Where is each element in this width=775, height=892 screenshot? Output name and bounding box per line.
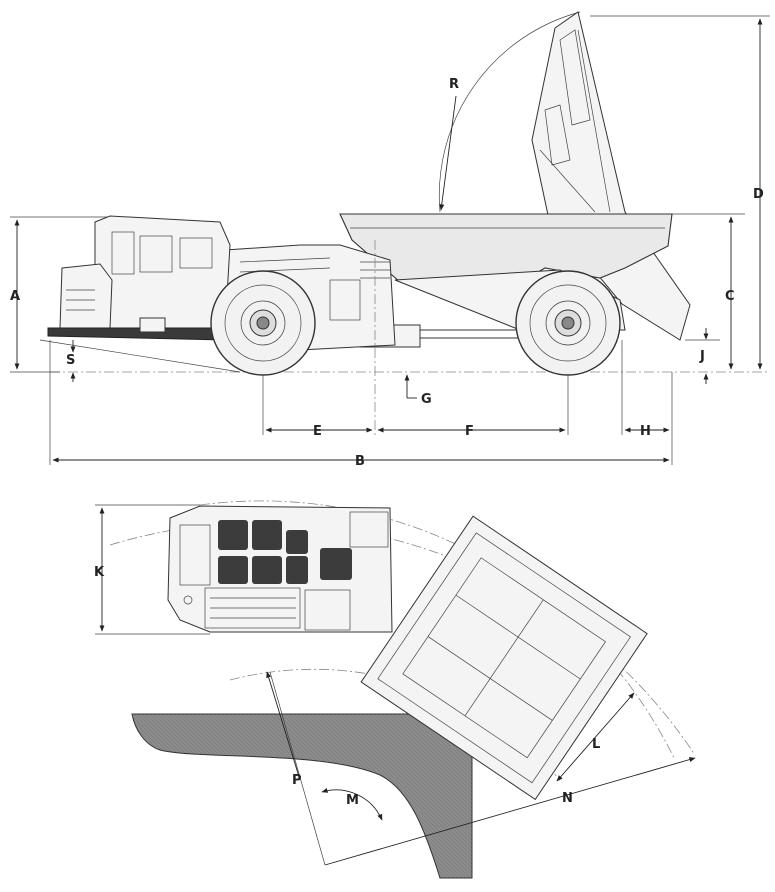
label-n: N [562,791,573,806]
label-e: E [313,424,322,439]
dump-radius-arc [439,11,581,213]
dim-line-p [266,671,301,781]
label-k: K [94,565,105,580]
dim-line-n [324,757,696,866]
raised-dump-box [531,11,691,341]
label-m: M [346,793,359,808]
rear-wheel [515,270,621,376]
tractor-unit-top [167,505,393,633]
top-view: K L N P M [94,500,696,879]
dim-line-l [556,692,635,782]
label-a: A [10,289,20,304]
label-g: G [421,392,432,407]
label-f: F [465,424,474,439]
label-r: R [449,77,459,92]
label-d: D [753,187,764,202]
label-l: L [592,737,600,752]
label-p: P [292,773,302,788]
label-j: J [699,349,705,364]
label-c: C [725,289,735,304]
label-h: H [640,424,651,439]
side-view: A S R D C J G E F H B [10,11,770,469]
tunnel-wall [131,713,473,879]
label-b: B [355,454,365,469]
front-wheel [210,270,316,376]
dim-arc-m [321,787,383,821]
label-s: S [66,353,75,368]
